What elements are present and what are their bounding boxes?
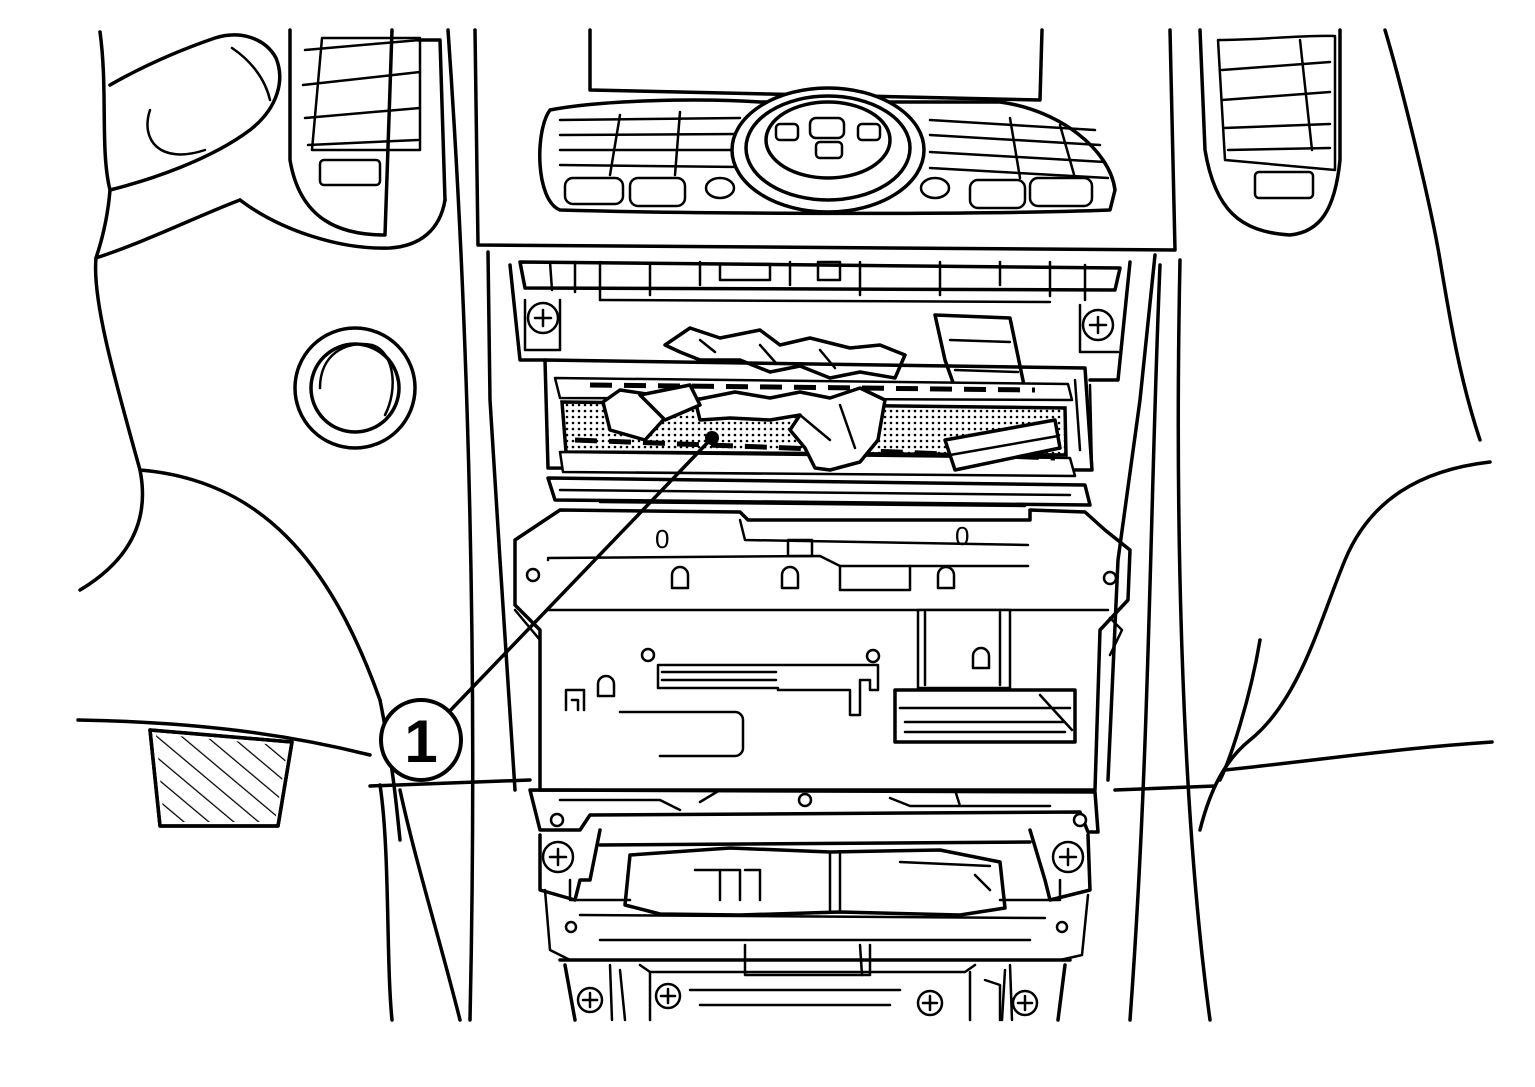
svg-text:0: 0	[955, 521, 969, 551]
callout-leader-line	[443, 436, 714, 718]
radio-opening	[486, 250, 1157, 792]
screw-icon	[541, 840, 575, 874]
screw-icon	[1072, 812, 1088, 828]
screw-icon	[654, 982, 682, 1010]
screw-icon	[1011, 989, 1039, 1017]
callout-circle	[379, 698, 463, 782]
radio-unit	[543, 358, 1094, 478]
screw-icon	[1081, 308, 1115, 342]
callout-number: 1	[404, 708, 437, 775]
screw-icon	[549, 812, 565, 828]
screw-icon	[1051, 840, 1085, 874]
control-panel	[473, 28, 1177, 252]
callout-1: 1	[379, 431, 719, 782]
right-dashboard	[1113, 28, 1494, 1022]
screw-icon	[526, 301, 560, 335]
left-dashboard	[76, 28, 532, 1022]
screw-icon	[576, 986, 604, 1014]
chassis: 0 0	[513, 476, 1132, 792]
screw-icon	[916, 989, 944, 1017]
svg-text:0: 0	[655, 524, 669, 554]
lower-console	[528, 788, 1100, 1022]
